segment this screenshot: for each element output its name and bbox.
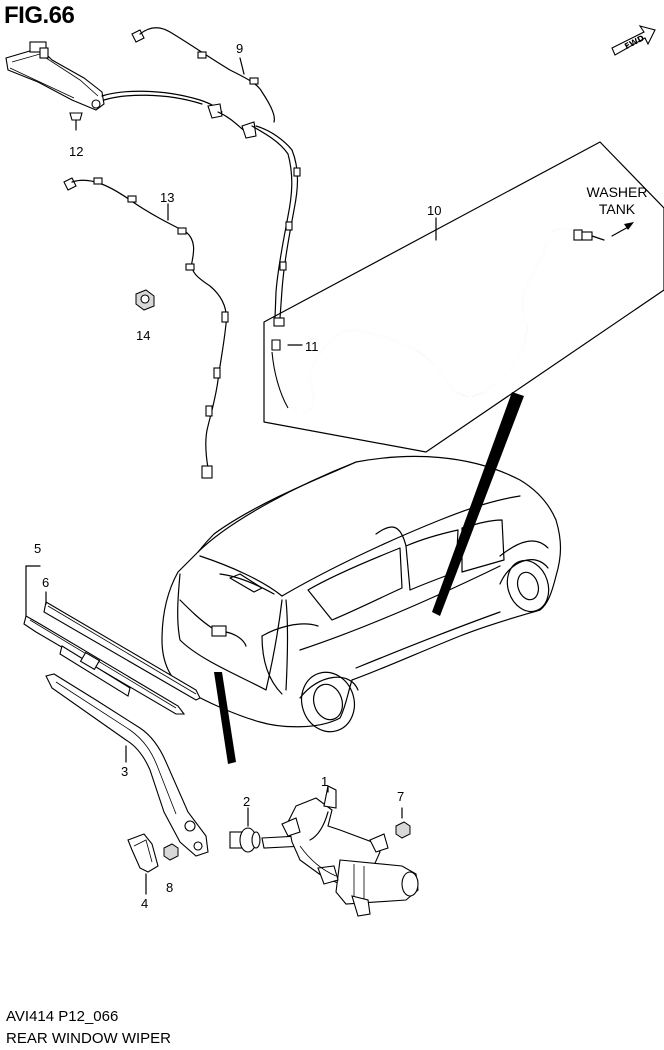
bolt-7 [395,807,411,839]
vehicle-outline [161,455,562,733]
callout-9: 9 [236,41,244,56]
callout-12: 12 [69,144,84,159]
washer-hose-panel [263,141,664,453]
callout-11: 11 [305,339,319,354]
drawing-code: AVI414 P12_066 [6,1008,119,1025]
leader-arrow-lower [214,672,236,764]
callout-7: 7 [397,789,405,804]
figure-title: FIG.66 [4,2,75,29]
nut-14 [135,289,155,311]
wiper-cap-4 [127,833,159,873]
fwd-label: FWD [623,33,646,51]
wiper-blade-5 [23,565,201,715]
callout-2: 2 [243,794,251,809]
wiring-harness-9 [131,27,301,327]
washer-tank-line2: TANK [598,201,636,217]
grommet-2 [229,827,261,853]
washer-tank-line1: WASHER [586,184,648,200]
wiring-harness-13 [63,177,229,479]
stop-lamp-assembly [5,41,223,131]
callout-14: 14 [136,328,151,343]
figure-name: REAR WINDOW WIPER [6,1030,171,1047]
callout-10: 10 [427,203,442,218]
callout-3: 3 [121,764,129,779]
nut-8 [163,843,179,861]
callout-5: 5 [34,541,42,556]
callout-13: 13 [160,190,175,205]
fwd-arrow-icon: FWD [611,25,656,56]
wiper-motor-1 [261,785,419,917]
callout-6: 6 [42,575,50,590]
callout-4: 4 [141,896,149,911]
washer-tank-label: WASHER TANK [580,184,654,218]
callout-8: 8 [166,880,174,895]
callout-1: 1 [321,774,329,789]
wiper-arm-3 [45,673,209,857]
leader-arrow-upper [432,392,524,616]
leader-9 [239,57,245,75]
